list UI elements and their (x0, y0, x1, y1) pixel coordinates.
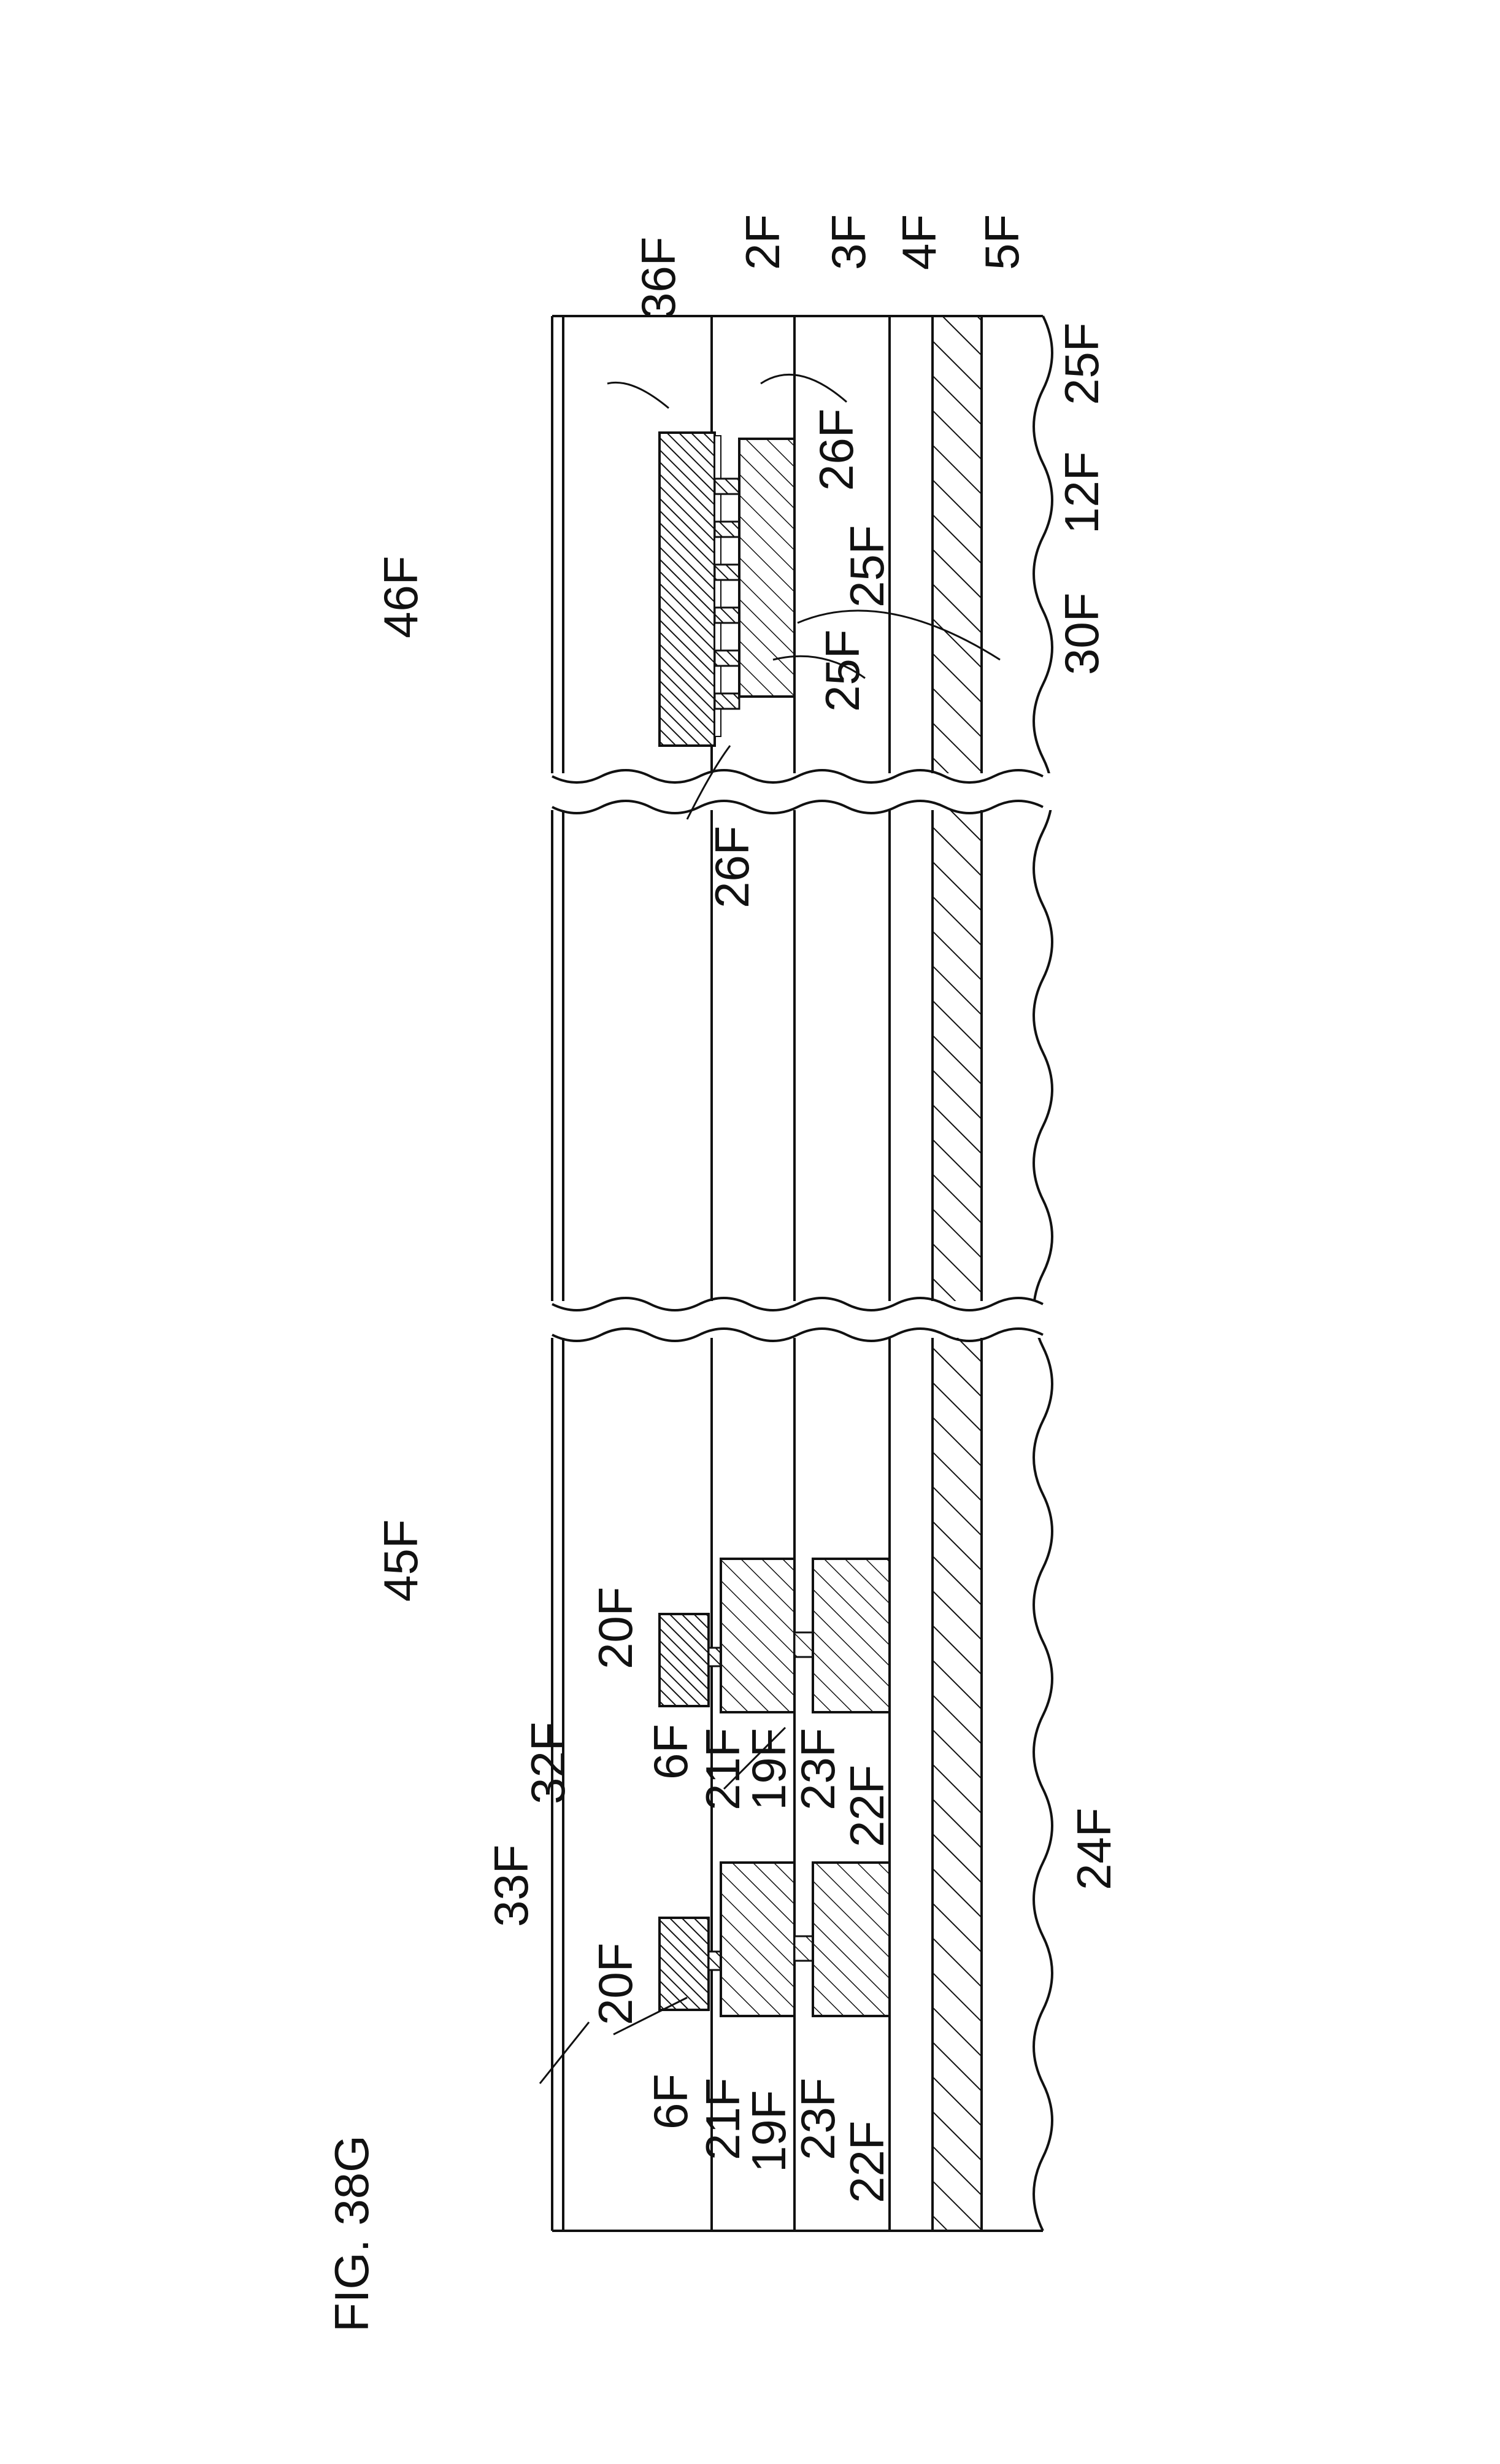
break-marks (540, 769, 1055, 1342)
label-23F-b: 23F (791, 2078, 845, 2160)
label-32F: 32F (521, 1722, 575, 1804)
label-5F: 5F (975, 214, 1029, 270)
label-46F: 46F (374, 556, 428, 638)
label-26F-b: 26F (705, 826, 759, 908)
region-45F-stack-a (658, 1861, 891, 2017)
label-19F-a: 19F (742, 1728, 796, 1810)
label-36F: 36F (631, 237, 685, 319)
label-22F-a: 22F (840, 1765, 894, 1847)
label-25F-a: 25F (1055, 323, 1109, 405)
label-21F-a: 21F (696, 1728, 750, 1810)
label-45F: 45F (374, 1520, 428, 1602)
leader-lines (539, 374, 1001, 2084)
region-46F-comb (658, 431, 796, 747)
label-3F: 3F (821, 214, 875, 270)
label-25F-c: 25F (815, 630, 869, 712)
label-6F-b: 6F (644, 2074, 698, 2130)
label-23F-a: 23F (791, 1728, 845, 1810)
label-2F: 2F (736, 214, 790, 270)
label-33F: 33F (484, 1845, 538, 1927)
label-4F: 4F (892, 214, 946, 270)
layer-24F (931, 315, 983, 2232)
label-20F-a: 20F (588, 1587, 642, 1669)
label-25F-b: 25F (840, 525, 894, 608)
label-30F: 30F (1055, 593, 1109, 675)
label-20F-b: 20F (588, 1943, 642, 2025)
labels: FIG. 38G 33F 32F 45F 46F 20F 6F 21F 19F … (325, 214, 1121, 2332)
label-22F-b: 22F (840, 2121, 894, 2203)
label-21F-b: 21F (696, 2078, 750, 2160)
region-45F-stack-b (658, 1558, 891, 1713)
label-19F-b: 19F (742, 2090, 796, 2172)
label-24F: 24F (1067, 1808, 1121, 1890)
label-26F-a: 26F (809, 409, 863, 491)
figure-title: FIG. 38G (325, 2135, 379, 2332)
label-12F: 12F (1055, 452, 1109, 534)
label-6F-a: 6F (644, 1724, 698, 1780)
